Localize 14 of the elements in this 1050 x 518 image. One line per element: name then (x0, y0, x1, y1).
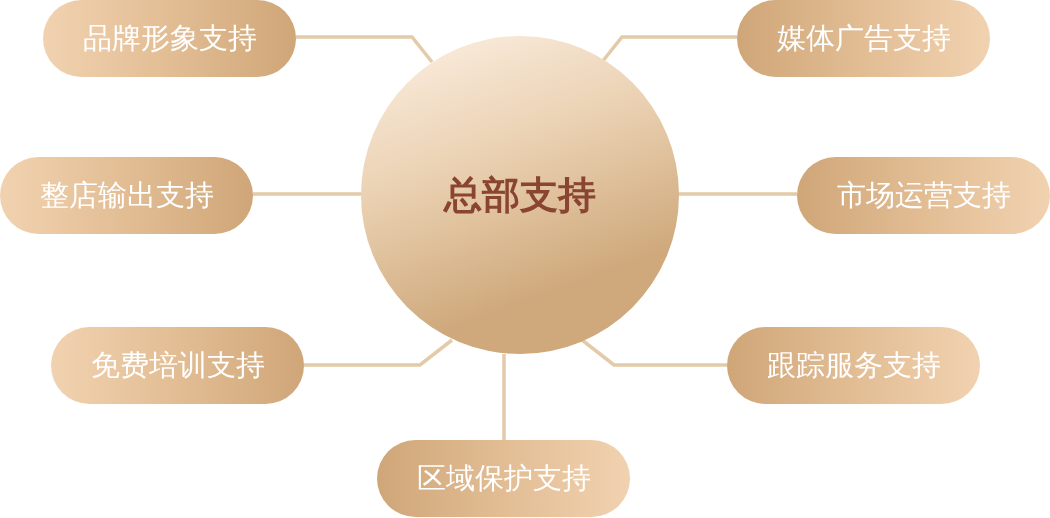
connector-line (296, 35, 434, 64)
support-pill: 市场运营支持 (797, 157, 1050, 234)
connector-line (678, 192, 797, 196)
connector-line (502, 354, 506, 440)
support-pill: 媒体广告支持 (737, 0, 990, 77)
connector-line (580, 338, 727, 367)
support-pill: 跟踪服务支持 (727, 327, 980, 404)
connector-line (253, 192, 362, 196)
connector-line (304, 338, 454, 367)
support-pill: 免费培训支持 (51, 327, 304, 404)
support-pill: 整店输出支持 (0, 157, 253, 234)
support-pill: 品牌形象支持 (43, 0, 296, 77)
support-pill: 区域保护支持 (377, 440, 630, 517)
hub-circle: 总部支持 (361, 36, 679, 354)
